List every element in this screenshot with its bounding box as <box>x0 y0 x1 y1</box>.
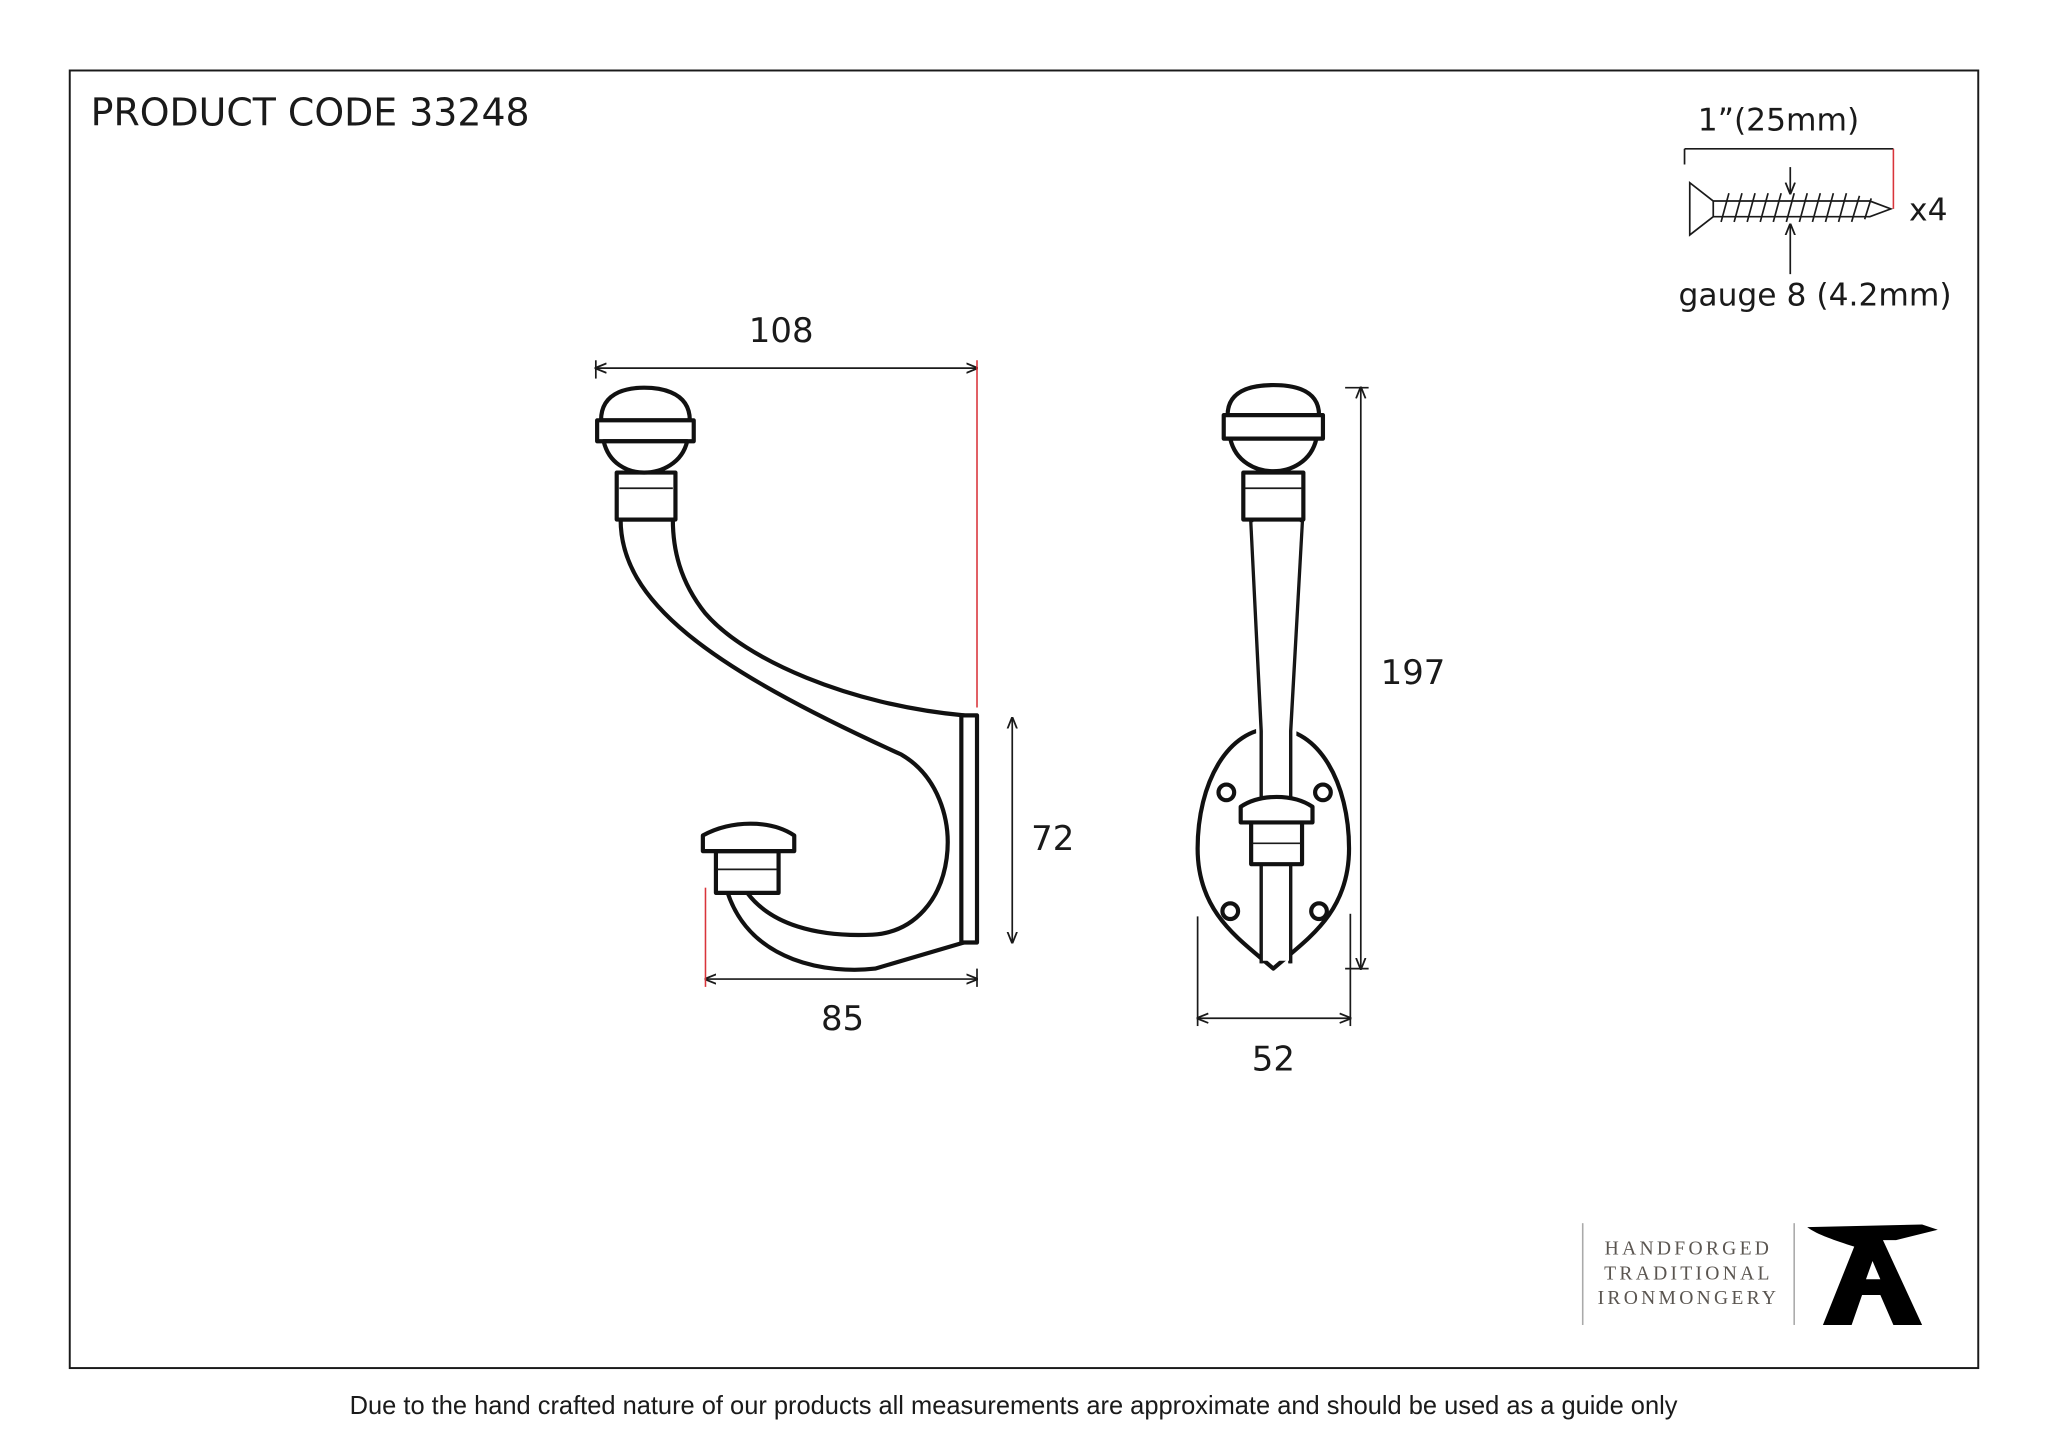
disclaimer-footer: Due to the hand crafted nature of our pr… <box>350 1392 1678 1420</box>
svg-text:IRONMONGERY: IRONMONGERY <box>1598 1288 1780 1309</box>
svg-text:TRADITIONAL: TRADITIONAL <box>1604 1263 1773 1284</box>
brand-logo: HANDFORGED TRADITIONAL IRONMONGERY <box>1581 1223 1938 1325</box>
dim-label-197: 197 <box>1381 653 1446 693</box>
drawing-frame <box>68 69 1980 1370</box>
anvil-icon <box>1807 1224 1938 1325</box>
dim-label-85: 85 <box>821 999 864 1039</box>
svg-text:HANDFORGED: HANDFORGED <box>1605 1238 1773 1259</box>
screw-length-label: 1”(25mm) <box>1698 103 1859 139</box>
dim-label-52: 52 <box>1252 1039 1295 1079</box>
hook-side-view <box>595 385 980 972</box>
screw-diagram: 1”(25mm) x4 gauge 8 (4.2mm) <box>1679 103 1952 314</box>
dim-label-108: 108 <box>749 311 814 351</box>
product-code: PRODUCT CODE 33248 <box>91 90 530 134</box>
screw-quantity: x4 <box>1909 193 1947 229</box>
screw-gauge-label: gauge 8 (4.2mm) <box>1679 277 1952 313</box>
hook-front-view <box>1195 383 1352 971</box>
dim-label-72: 72 <box>1031 819 1074 859</box>
